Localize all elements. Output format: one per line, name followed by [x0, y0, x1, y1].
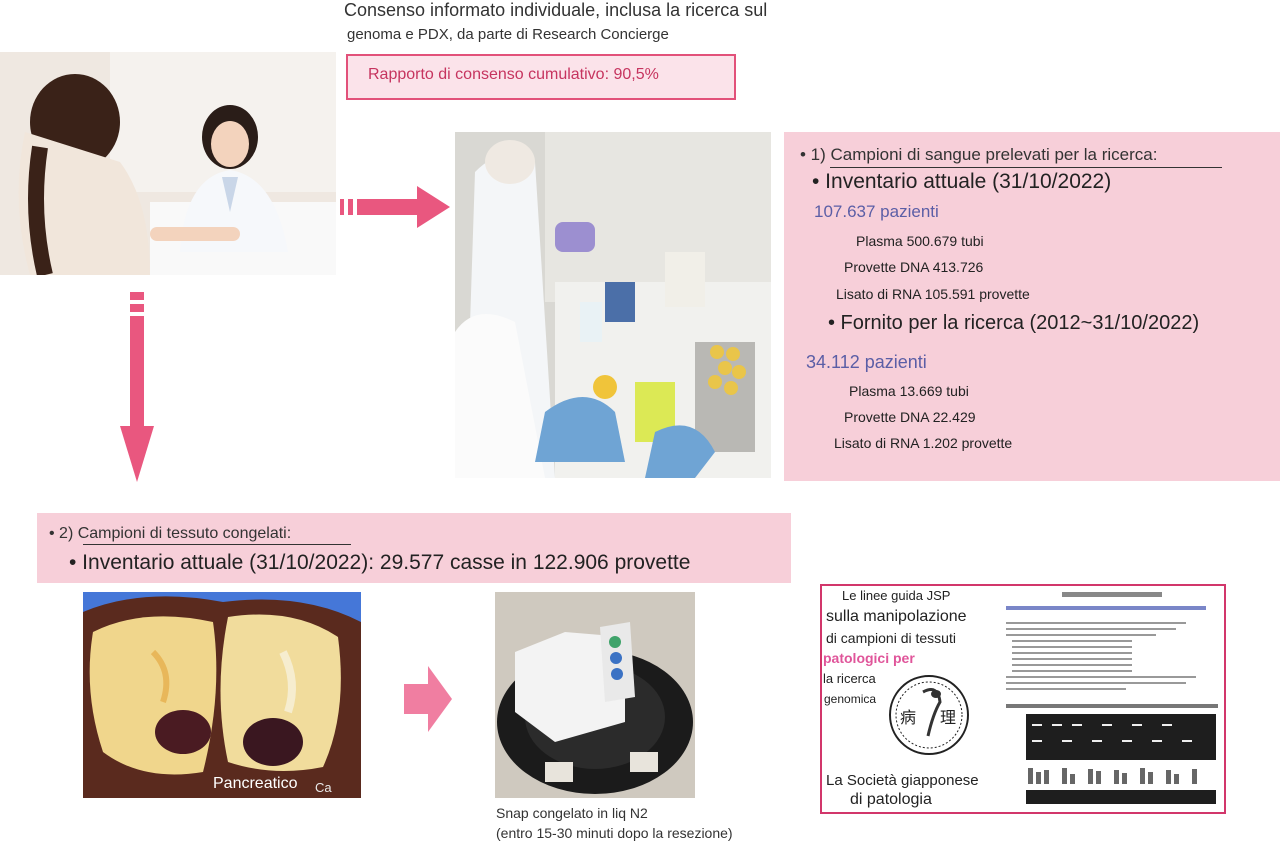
pancreas-photo: Pancreatico Ca [83, 592, 361, 798]
blood-inventory-dna: Provette DNA 413.726 [844, 259, 984, 275]
guideline-line3: di campioni di tessuti [826, 630, 956, 646]
blood-provided-rna: Lisato di RNA 1.202 provette [834, 435, 1013, 451]
tissue-heading-underline [83, 544, 351, 545]
pancreas-label: Pancreatico [213, 775, 298, 792]
guideline-line2: sulla manipolazione [826, 608, 967, 625]
consultation-photo [0, 52, 336, 275]
pathology-seal-icon [889, 675, 969, 755]
blood-inventory-plasma: Plasma 500.679 tubi [856, 233, 984, 249]
tissue-inventory: • Inventario attuale (31/10/2022): 29.57… [69, 551, 691, 574]
tissue-heading: • 2) Campioni di tessuto congelati: [49, 525, 292, 542]
consent-title-line1: Consenso informato individuale, inclusa … [344, 0, 768, 20]
blood-samples-panel: • 1) Campioni di sangue prelevati per la… [784, 132, 1280, 481]
blood-heading-underline [830, 167, 1222, 168]
arrow-down-icon [120, 292, 154, 482]
arrow-right-icon [340, 186, 450, 228]
guideline-line6: genomica [824, 692, 877, 706]
consent-rate-text: Rapporto di consenso cumulativo: 90,5% [368, 66, 659, 83]
lab-photo [455, 132, 771, 478]
society-line2: di patologia [850, 791, 932, 808]
society-line1: La Società giapponese [826, 772, 979, 789]
pancreas-label-suffix: Ca [315, 780, 332, 795]
blood-heading: • 1) Campioni di sangue prelevati per la… [800, 145, 1158, 164]
blood-provided-patients: 34.112 pazienti [806, 352, 927, 372]
consent-title-line2: genoma e PDX, da parte di Research Conci… [347, 26, 669, 43]
blood-inventory-title: • Inventario attuale (31/10/2022) [812, 170, 1112, 193]
tissue-samples-panel: • 2) Campioni di tessuto congelati: • In… [37, 513, 791, 583]
consent-rate-box: Rapporto di consenso cumulativo: 90,5% [346, 54, 736, 100]
snap-frozen-caption-line2: (entro 15-30 minuti dopo la resezione) [496, 825, 733, 841]
blood-provided-dna: Provette DNA 22.429 [844, 409, 976, 425]
jsp-guideline-box: Le linee guida JSP sulla manipolazione d… [820, 584, 1226, 814]
arrow-right-small-icon [404, 666, 452, 732]
liquid-nitrogen-photo [495, 592, 695, 798]
blood-provided-title: • Fornito per la ricerca (2012~31/10/202… [828, 312, 1200, 334]
guideline-line1: Le linee guida JSP [842, 588, 951, 603]
snap-frozen-caption-line1: Snap congelato in liq N2 [496, 805, 648, 821]
blood-inventory-rna: Lisato di RNA 105.591 provette [836, 286, 1030, 302]
guideline-line5: la ricerca [823, 671, 876, 686]
seal-char-right: 理 [940, 710, 957, 727]
guideline-document-thumbnail [1002, 590, 1220, 808]
guideline-line4: patologici per [823, 650, 915, 666]
seal-char-left: 病 [900, 710, 917, 727]
blood-inventory-patients: 107.637 pazienti [814, 202, 939, 221]
blood-provided-plasma: Plasma 13.669 tubi [849, 383, 969, 399]
